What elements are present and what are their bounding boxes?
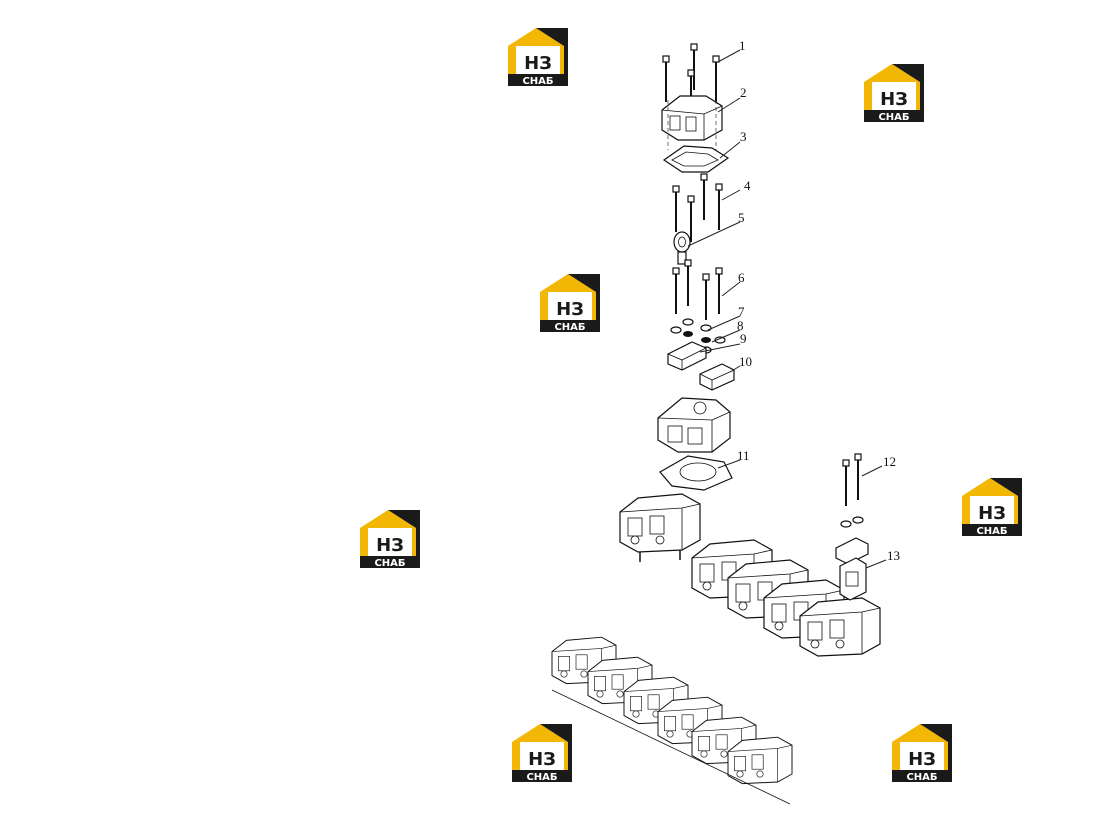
callout-9: 9 [740, 331, 747, 346]
part-clamp-bar-a [667, 341, 707, 371]
callout-2: 2 [740, 85, 747, 100]
part-full-assembly [551, 636, 793, 805]
svg-text:НЗ: НЗ [528, 749, 556, 770]
callout-12: 12 [883, 454, 896, 469]
watermark-logo: НЗ СНАБ [540, 274, 600, 333]
svg-text:НЗ: НЗ [376, 535, 404, 556]
svg-text:НЗ: НЗ [556, 299, 584, 320]
callout-7: 7 [738, 304, 745, 319]
part-head-bolts [672, 259, 723, 321]
watermark-logo: НЗ СНАБ [892, 724, 952, 783]
svg-text:СНАБ: СНАБ [878, 112, 909, 123]
part-valve-cover-gasket [662, 145, 730, 173]
svg-text:НЗ: НЗ [524, 53, 552, 74]
part-end-bolts [840, 453, 864, 528]
leader-lines [687, 49, 887, 569]
part-lifting-eye [673, 231, 691, 265]
part-head-gasket [659, 455, 733, 491]
svg-text:НЗ: НЗ [908, 749, 936, 770]
callout-1: 1 [739, 38, 746, 53]
svg-text:СНАБ: СНАБ [374, 558, 405, 569]
watermark-logo: НЗ СНАБ [962, 478, 1022, 537]
watermark-logo: НЗ СНАБ [512, 724, 572, 783]
callout-13: 13 [887, 548, 900, 563]
svg-text:СНАБ: СНАБ [522, 76, 553, 87]
svg-text:НЗ: НЗ [978, 503, 1006, 524]
callout-5: 5 [738, 210, 745, 225]
part-single-head [619, 493, 701, 562]
callout-6: 6 [738, 270, 745, 285]
part-cylinder-head [657, 397, 731, 453]
svg-text:СНАБ: СНАБ [976, 526, 1007, 537]
callout-8: 8 [737, 318, 744, 333]
part-end-bracket [835, 537, 869, 601]
callout-4: 4 [744, 178, 751, 193]
watermark-logo: НЗ СНАБ [864, 64, 924, 123]
watermark-logo: НЗ СНАБ [508, 28, 568, 87]
svg-text:СНАБ: СНАБ [554, 322, 585, 333]
callout-10: 10 [739, 354, 752, 369]
watermark-logo: НЗ СНАБ [360, 510, 420, 569]
callout-11: 11 [737, 448, 750, 463]
callout-3: 3 [740, 129, 747, 144]
svg-text:СНАБ: СНАБ [906, 772, 937, 783]
svg-text:СНАБ: СНАБ [526, 772, 557, 783]
part-clamp-bar-b [699, 363, 735, 391]
callout-labels: 1 2 3 4 5 6 7 8 9 10 11 12 13 [737, 38, 900, 563]
part-valve-cover [661, 95, 723, 141]
svg-text:НЗ: НЗ [880, 89, 908, 110]
